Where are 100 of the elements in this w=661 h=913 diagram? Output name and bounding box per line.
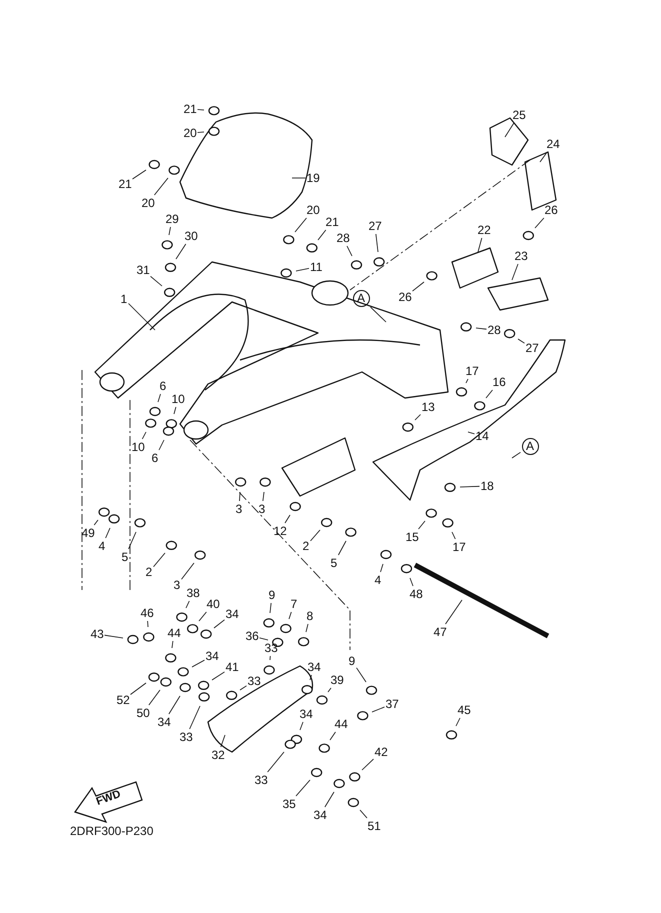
leader-line — [486, 390, 493, 398]
callout-number: 2 — [302, 539, 310, 553]
callout-number: 32 — [212, 748, 225, 762]
leader-line — [220, 734, 226, 748]
leader-line — [310, 674, 312, 680]
callout-number: 27 — [368, 219, 382, 233]
leader-line — [330, 732, 336, 740]
callout-number: 27 — [526, 341, 539, 355]
leader-line — [189, 706, 200, 730]
leader-line — [186, 600, 190, 608]
callout-number: 5 — [330, 556, 338, 570]
leader-line — [452, 532, 456, 540]
callout-number: 46 — [140, 606, 154, 620]
callout-number: 12 — [274, 524, 287, 538]
callout-number: 36 — [246, 629, 259, 643]
leader-line — [153, 552, 166, 568]
callout-number: 3 — [236, 502, 242, 516]
leader-line — [270, 602, 272, 614]
reference-mark: A — [522, 438, 538, 454]
callout-number: 21 — [326, 215, 339, 229]
leader-line — [288, 612, 292, 620]
callout-number: 40 — [206, 597, 220, 611]
callout-number: 31 — [136, 263, 150, 277]
callout-number: 48 — [410, 587, 423, 601]
leader-line — [328, 688, 332, 692]
leader-line — [294, 218, 307, 232]
leader-line — [306, 624, 308, 632]
leader-line — [414, 414, 421, 420]
callout-number: 9 — [348, 654, 356, 668]
leader-line — [239, 492, 240, 502]
callout-number: 51 — [368, 819, 381, 833]
callout-number: 17 — [452, 540, 466, 554]
callout-number: 9 — [268, 588, 276, 602]
callout-number: 34 — [226, 607, 239, 621]
leader-line — [476, 328, 487, 330]
leader-line — [534, 218, 544, 228]
callout-number: 13 — [422, 400, 435, 414]
callout-number: 21 — [118, 177, 132, 191]
callout-number: 35 — [282, 797, 296, 811]
callout-number: 29 — [166, 212, 179, 226]
callout-number: 14 — [476, 429, 489, 443]
leader-line — [214, 619, 225, 628]
callout-number: 34 — [300, 707, 313, 721]
leader-line — [132, 170, 146, 180]
leader-line — [466, 378, 468, 384]
leader-line — [128, 532, 136, 550]
leader-line — [197, 109, 204, 110]
leader-line — [504, 122, 514, 138]
leader-line — [158, 394, 161, 402]
leader-line — [197, 132, 204, 133]
callout-number: 42 — [374, 745, 388, 759]
callout-number: 38 — [186, 586, 200, 600]
leader-line — [148, 690, 160, 706]
leader-line — [168, 696, 180, 714]
callout-number: 2 — [146, 565, 152, 579]
leader-line — [128, 303, 156, 330]
leader-line — [512, 452, 521, 458]
callout-number: 21 — [184, 102, 197, 116]
leader-line — [154, 178, 168, 196]
leader-line — [105, 528, 110, 538]
callout-number: 10 — [132, 440, 145, 454]
leader-line — [445, 600, 462, 624]
leader-line — [176, 244, 186, 260]
callout-number: 33 — [248, 674, 261, 688]
callout-number: 34 — [206, 649, 219, 663]
leader-line — [380, 564, 384, 572]
fwd-label: FWD — [94, 788, 122, 808]
callout-number: 24 — [546, 137, 560, 151]
callout-number: 33 — [254, 773, 268, 787]
leader-line — [540, 152, 548, 162]
leader-line — [198, 612, 207, 622]
callout-number: 37 — [386, 697, 399, 711]
callout-number: 30 — [184, 229, 198, 243]
callout-number: 10 — [172, 392, 185, 406]
callout-number: 28 — [488, 323, 501, 337]
leader-line — [412, 282, 424, 292]
leader-line — [104, 634, 124, 638]
leader-line — [168, 226, 171, 236]
leader-line — [94, 520, 98, 526]
leader-line — [267, 752, 284, 772]
callout-number: 33 — [264, 641, 278, 655]
callout-number: 22 — [478, 223, 491, 237]
leader-line — [460, 486, 480, 488]
callout-number: 28 — [336, 231, 350, 245]
leader-line — [512, 264, 518, 280]
leader-line — [150, 276, 162, 286]
leader-line — [518, 338, 525, 344]
leader-line — [360, 810, 368, 818]
leader-line — [372, 706, 385, 712]
leader-line — [284, 514, 290, 524]
callout-number: 20 — [306, 203, 320, 217]
callout-number: 19 — [306, 171, 320, 185]
leader-line — [296, 268, 310, 272]
leader-line — [212, 672, 225, 680]
callout-number: 11 — [310, 260, 322, 274]
callout-number: 5 — [122, 550, 128, 564]
callout-number: 23 — [514, 249, 528, 263]
callout-number: 26 — [398, 290, 412, 304]
callout-number: 16 — [492, 375, 506, 389]
leader-line — [356, 667, 366, 682]
